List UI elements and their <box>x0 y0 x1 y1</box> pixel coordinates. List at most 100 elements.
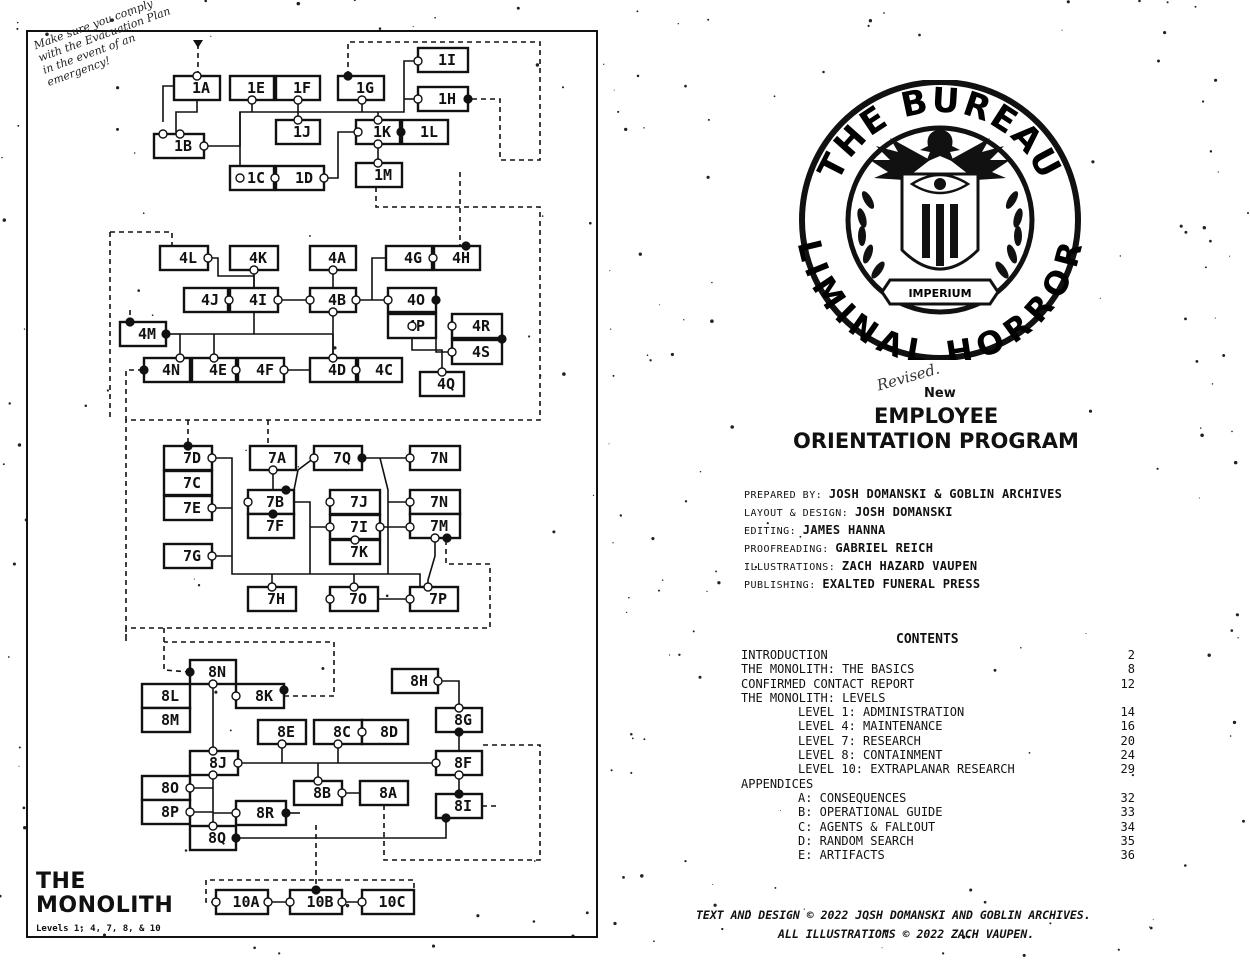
entry-arrow-icon <box>193 40 203 48</box>
toc-entry-page: 2 <box>1127 648 1135 662</box>
shield-icon <box>900 172 980 271</box>
new-label: New <box>924 386 956 401</box>
door-icon <box>243 497 253 507</box>
room-4i: 4I <box>228 286 280 314</box>
toc-entry-page: 34 <box>1120 819 1135 834</box>
corridor <box>175 100 198 134</box>
door-icon <box>277 739 287 749</box>
room-label: 4E <box>209 361 227 379</box>
room-label: 7E <box>183 499 201 517</box>
door-icon <box>305 295 315 305</box>
door-icon <box>405 594 415 604</box>
room-4o: 4O <box>386 286 438 314</box>
room-label: 1L <box>420 123 438 141</box>
room-label: 4N <box>162 361 180 379</box>
door-icon <box>350 535 360 545</box>
room-label: 7B <box>266 493 284 511</box>
door-icon <box>431 758 441 768</box>
door-icon <box>273 295 283 305</box>
room-7q: 7Q <box>312 444 364 472</box>
room-label: 7P <box>429 590 447 608</box>
room-8o: 8O <box>140 774 192 802</box>
room-label: 7A <box>268 449 286 467</box>
room-box <box>312 444 364 472</box>
locked-door-icon <box>139 365 149 375</box>
room-box <box>416 46 470 74</box>
room-label: 8O <box>161 779 179 797</box>
door-icon <box>233 758 243 768</box>
door-icon <box>373 139 383 149</box>
door-icon <box>207 551 217 561</box>
toc-entry-page: 16 <box>1120 719 1135 734</box>
room-label: 8J <box>209 754 227 772</box>
locked-door-icon <box>442 533 452 543</box>
credit-row: EDITING: JAMES HANNA <box>744 523 886 537</box>
toc-entry-title: D: RANDOM SEARCH <box>798 833 914 848</box>
locked-door-icon <box>454 727 464 737</box>
toc-entry-title: THE MONOLITH: THE BASICS <box>741 662 915 677</box>
credit-row: PROOFREADING: GABRIEL REICH <box>744 541 934 555</box>
door-icon <box>328 307 338 317</box>
toc-entry: THE MONOLITH: LEVELS <box>741 691 1135 705</box>
room-label: 4A <box>328 249 346 267</box>
door-icon <box>375 522 385 532</box>
room-label: 8L <box>161 687 179 705</box>
credit-row: ILLUSTRATIONS: ZACH HAZARD VAUPEN <box>744 559 978 573</box>
room-10c: 10C <box>360 888 416 916</box>
evacuation-route <box>164 641 335 697</box>
toc-entry-title: LEVEL 7: RESEARCH <box>798 733 921 748</box>
door-icon <box>447 347 457 357</box>
door-icon <box>353 127 363 137</box>
door-icon <box>430 533 440 543</box>
door-icon <box>423 582 433 592</box>
door-icon <box>175 129 185 139</box>
room-1d: 1D <box>274 164 326 192</box>
evacuation-route <box>383 744 541 861</box>
room-box <box>140 706 192 734</box>
toc-entry-page: 33 <box>1120 805 1135 820</box>
toc-entry-page: 35 <box>1120 833 1135 848</box>
room-box <box>182 286 230 314</box>
room-4c: 4C <box>356 356 404 384</box>
door-icon <box>325 594 335 604</box>
room-8p: 8P <box>140 798 192 826</box>
evacuation-route <box>163 628 191 673</box>
room-7c: 7C <box>162 469 214 497</box>
room-label: 4M <box>138 325 156 343</box>
door-icon <box>328 265 338 275</box>
room-label: 10A <box>232 893 259 911</box>
corridor <box>411 338 443 372</box>
door-icon <box>207 503 217 513</box>
room-label: 8P <box>161 803 179 821</box>
room-label: 7D <box>183 449 201 467</box>
door-icon <box>433 676 443 686</box>
room-label: 4S <box>472 343 490 361</box>
bureau-seal: THE BUREAU LIMINAL HORROR IMPERIUM <box>790 80 1088 360</box>
room-label: 4F <box>256 361 274 379</box>
room-box <box>140 682 192 710</box>
contents-heading: CONTENTS <box>896 632 959 647</box>
door-icon <box>413 94 423 104</box>
locked-door-icon <box>441 813 451 823</box>
room-label: 7C <box>183 474 201 492</box>
room-label: 7G <box>183 547 201 565</box>
room-label: 4C <box>375 361 393 379</box>
room-label: 8D <box>380 723 398 741</box>
door-icon <box>270 173 280 183</box>
room-label: 10C <box>378 893 405 911</box>
toc-entry-page: 12 <box>1120 676 1135 691</box>
door-icon <box>405 453 415 463</box>
room-7n: 7N <box>408 444 462 472</box>
door-icon <box>224 295 234 305</box>
door-icon <box>325 522 335 532</box>
seal-banner: IMPERIUM <box>880 278 1000 306</box>
room-1j: 1J <box>274 118 322 146</box>
footer-copyright-illustrations: ALL ILLUSTRATIONS © 2022 ZACH VAUPEN. <box>778 927 1035 941</box>
door-icon <box>357 897 367 907</box>
